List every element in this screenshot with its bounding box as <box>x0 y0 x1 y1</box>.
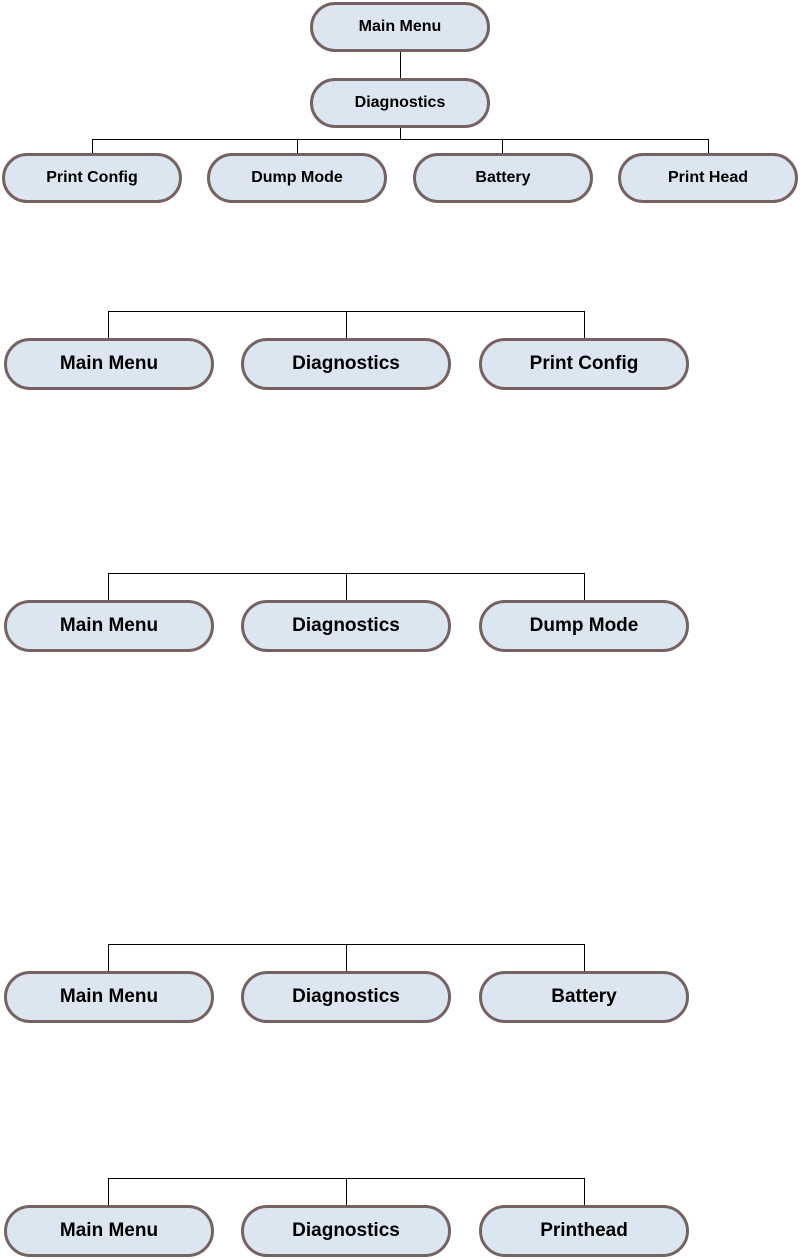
group-tick-1 <box>346 573 347 601</box>
node-dump-mode: Dump Mode <box>207 153 387 203</box>
node-dump-mode: Dump Mode <box>479 600 689 652</box>
group-tick-1 <box>346 311 347 339</box>
node-diagnostics: Diagnostics <box>241 338 451 390</box>
node-main-menu: Main Menu <box>310 2 490 52</box>
group-tick-1 <box>346 1178 347 1206</box>
node-diagnostics: Diagnostics <box>310 78 490 128</box>
connector-root-middle <box>400 49 401 79</box>
group-tick-0 <box>108 1178 109 1206</box>
connector-child-3 <box>708 139 709 154</box>
node-main-menu: Main Menu <box>4 600 214 652</box>
connector-child-2 <box>502 139 503 154</box>
node-diagnostics: Diagnostics <box>241 600 451 652</box>
node-main-menu: Main Menu <box>4 338 214 390</box>
node-diagnostics: Diagnostics <box>241 971 451 1023</box>
node-printhead: Printhead <box>479 1205 689 1257</box>
connector-child-1 <box>297 139 298 154</box>
node-diagnostics: Diagnostics <box>241 1205 451 1257</box>
connector-children-bar <box>92 139 709 140</box>
node-battery: Battery <box>479 971 689 1023</box>
group-tick-0 <box>108 573 109 601</box>
group-tick-2 <box>584 944 585 972</box>
node-print-config: Print Config <box>2 153 182 203</box>
node-battery: Battery <box>413 153 593 203</box>
group-tick-2 <box>584 1178 585 1206</box>
node-main-menu: Main Menu <box>4 971 214 1023</box>
node-print-config: Print Config <box>479 338 689 390</box>
node-main-menu: Main Menu <box>4 1205 214 1257</box>
group-tick-2 <box>584 311 585 339</box>
group-tick-2 <box>584 573 585 601</box>
node-print-head: Print Head <box>618 153 798 203</box>
connector-child-0 <box>92 139 93 154</box>
group-tick-1 <box>346 944 347 972</box>
group-tick-0 <box>108 311 109 339</box>
group-tick-0 <box>108 944 109 972</box>
